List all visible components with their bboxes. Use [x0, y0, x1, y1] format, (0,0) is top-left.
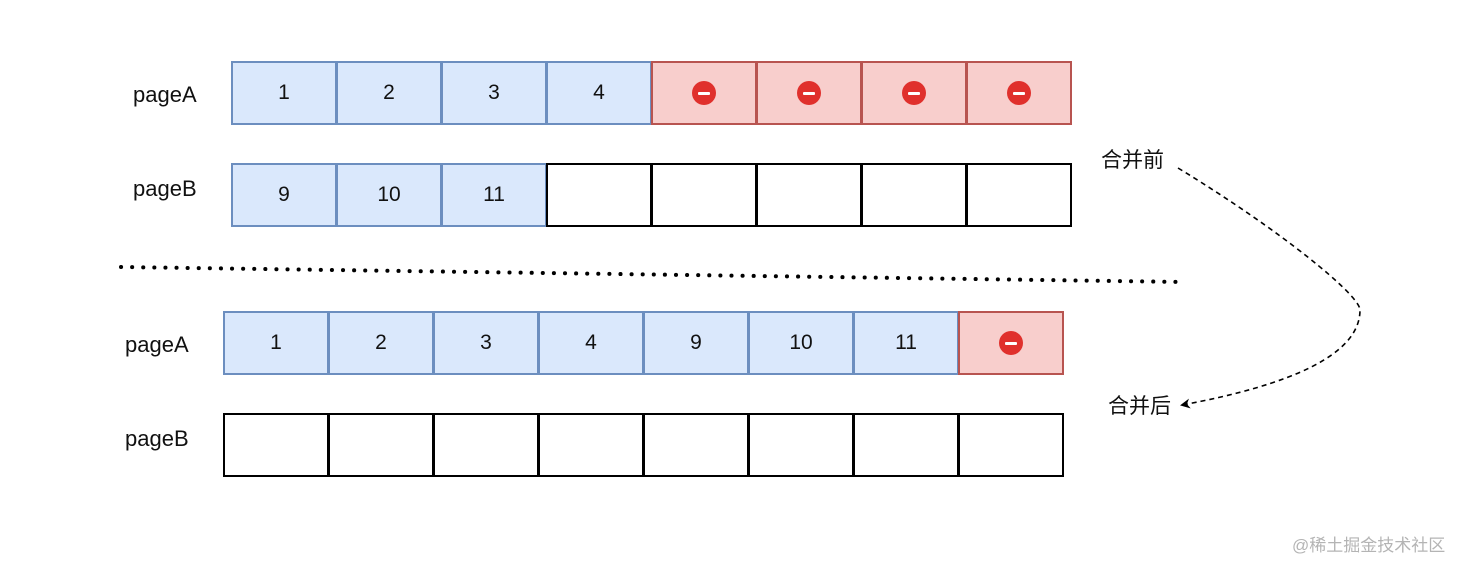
cell-value: 2 — [383, 81, 395, 104]
page-cell: 9 — [643, 311, 749, 375]
minus-circle-icon — [902, 81, 926, 105]
minus-circle-icon — [797, 81, 821, 105]
after-pageB-label: pageB — [125, 426, 189, 451]
page-cell — [861, 61, 967, 125]
after-merge-label: 合并后 — [1108, 395, 1171, 418]
cell-value: 3 — [480, 331, 492, 354]
page-cell — [966, 61, 1072, 125]
after-pageA-row: 1 2 3 4 9 10 11 — [223, 311, 1064, 375]
minus-circle-icon — [692, 81, 716, 105]
cell-value: 10 — [789, 331, 813, 354]
page-cell: 9 — [231, 163, 337, 227]
cell-value: 3 — [488, 81, 500, 104]
page-cell — [328, 413, 434, 477]
page-cell: 2 — [336, 61, 442, 125]
minus-circle-icon — [1007, 81, 1031, 105]
page-cell — [958, 311, 1064, 375]
page-cell: 2 — [328, 311, 434, 375]
page-cell: 1 — [223, 311, 329, 375]
watermark: @稀土掘金技术社区 — [1292, 536, 1446, 555]
page-cell — [756, 163, 862, 227]
section-divider — [119, 265, 1187, 284]
page-cell: 11 — [853, 311, 959, 375]
after-pageA-label: pageA — [125, 332, 189, 357]
cell-value: 11 — [483, 183, 505, 206]
cell-value: 1 — [278, 81, 290, 104]
page-cell — [538, 413, 644, 477]
merge-arrow — [1177, 167, 1361, 409]
before-pageB-label: pageB — [133, 176, 197, 201]
before-pageB-row: 9 10 11 — [231, 163, 1072, 227]
minus-circle-icon — [999, 331, 1023, 355]
before-merge-label: 合并前 — [1101, 149, 1164, 172]
cell-value: 1 — [270, 331, 282, 354]
page-cell — [861, 163, 967, 227]
cell-value: 9 — [690, 331, 702, 354]
page-cell — [966, 163, 1072, 227]
page-cell — [958, 413, 1064, 477]
cell-value: 4 — [593, 81, 605, 104]
cell-value: 9 — [278, 183, 290, 206]
page-cell: 4 — [546, 61, 652, 125]
cell-value: 4 — [585, 331, 597, 354]
cell-value: 2 — [375, 331, 387, 354]
after-pageB-row — [223, 413, 1064, 477]
page-cell: 3 — [433, 311, 539, 375]
page-cell — [748, 413, 854, 477]
page-cell: 3 — [441, 61, 547, 125]
page-cell — [651, 163, 757, 227]
cell-value: 10 — [377, 183, 401, 206]
page-cell — [853, 413, 959, 477]
cell-value: 11 — [895, 331, 917, 354]
before-pageA-label: pageA — [133, 82, 197, 107]
before-pageA-row: 1 2 3 4 — [231, 61, 1072, 125]
page-cell: 10 — [748, 311, 854, 375]
page-cell — [546, 163, 652, 227]
